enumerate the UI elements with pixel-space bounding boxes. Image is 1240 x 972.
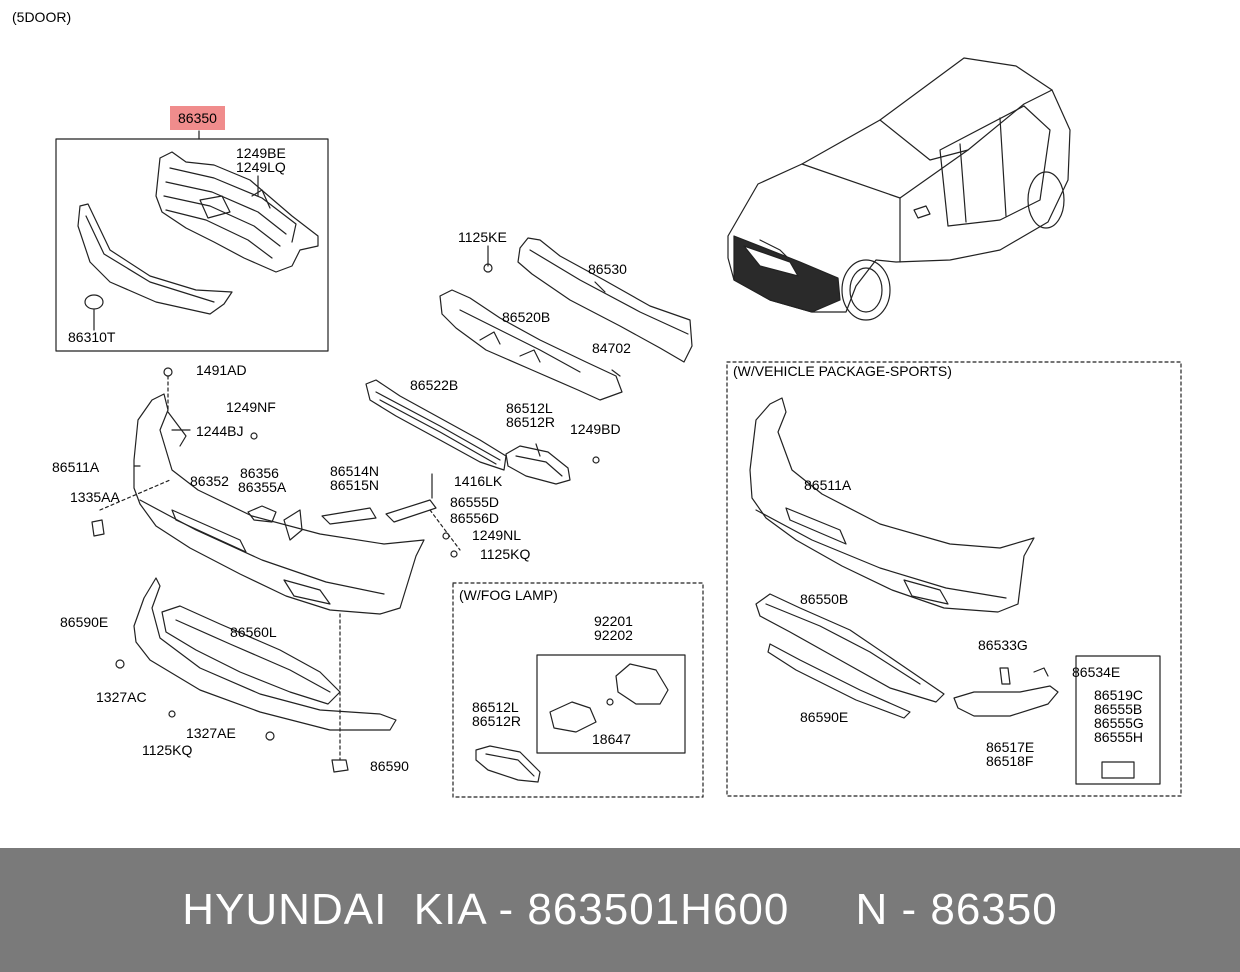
part-label[interactable]: 1249NF <box>226 399 276 415</box>
part-label[interactable]: 1125KQ <box>480 546 531 562</box>
part-label[interactable]: 86514N <box>330 463 380 479</box>
part-label[interactable]: 86519C <box>1094 687 1144 703</box>
sports-lower-grille-shape <box>755 593 945 703</box>
emblem-shape <box>84 294 104 310</box>
part-label[interactable]: 86512L <box>472 699 519 715</box>
fog-lamp-shape <box>549 663 669 733</box>
sports-lip-shape <box>767 643 911 719</box>
part-label[interactable]: 86555G <box>1094 715 1144 731</box>
screw-shape <box>250 432 258 440</box>
part-label[interactable]: 1249LQ <box>236 159 286 175</box>
nut-shape <box>265 731 275 741</box>
part-label[interactable]: 84702 <box>592 340 631 356</box>
part-label[interactable]: 1491AD <box>196 362 247 378</box>
part-label[interactable]: 86530 <box>588 261 627 277</box>
part-label[interactable]: 86310T <box>68 329 116 345</box>
bracket-shape <box>247 505 277 523</box>
radiator-grille-shape <box>155 151 319 273</box>
lower-grille-shape <box>365 379 507 471</box>
clip-shape <box>163 367 173 377</box>
part-label[interactable]: 86590E <box>800 709 849 725</box>
skid-plate-shape <box>161 605 341 705</box>
front-bumper-shape <box>133 393 425 615</box>
part-label[interactable]: 86520B <box>502 309 551 325</box>
part-label[interactable]: 86355A <box>238 479 287 495</box>
part-label[interactable]: 86534E <box>1072 664 1121 680</box>
part-label[interactable]: 86522B <box>410 377 459 393</box>
highlighted-part-number[interactable]: 86350 <box>170 106 225 130</box>
part-label[interactable]: 1125KQ <box>142 742 193 758</box>
part-label[interactable]: 1335AA <box>70 489 120 505</box>
leader <box>594 281 606 293</box>
car-sketch <box>727 57 1071 321</box>
part-label[interactable]: 1244BJ <box>196 423 244 439</box>
leader <box>535 443 541 457</box>
part-label[interactable]: 86560L <box>230 624 277 640</box>
nut-shape <box>115 659 125 669</box>
part-label[interactable]: 1249NL <box>472 527 522 543</box>
part-label[interactable]: 86590E <box>60 614 109 630</box>
energy-absorber-shape <box>439 289 623 401</box>
part-label[interactable]: 1416LK <box>454 473 503 489</box>
diagram-drawing <box>55 57 1182 798</box>
side-garnish-shape <box>953 685 1059 717</box>
part-label[interactable]: 86512R <box>506 414 556 430</box>
clip-shape <box>91 519 105 537</box>
clip-shape <box>999 667 1011 685</box>
part-label[interactable]: 86512R <box>472 713 522 729</box>
part-number-footer: HYUNDAI KIA - 863501H600 N - 86350 <box>0 848 1240 972</box>
part-label[interactable]: 1125KE <box>458 229 507 245</box>
parts-diagram: (5DOOR) 86350 1249BE 1249LQ 86310T 1125K… <box>12 9 1182 798</box>
screw-shape <box>450 550 458 558</box>
leader <box>99 479 171 511</box>
part-label[interactable]: 86517E <box>986 739 1035 755</box>
part-label[interactable]: 86511A <box>804 477 852 493</box>
bracket-shape <box>283 509 303 541</box>
screw-shape <box>592 456 600 464</box>
part-label[interactable]: 86590 <box>370 758 409 774</box>
part-label[interactable]: 86533G <box>978 637 1028 653</box>
part-label[interactable]: 86356 <box>240 465 279 481</box>
grille-molding-shape <box>77 203 233 315</box>
clip-shape <box>611 369 621 377</box>
part-label[interactable]: 86515N <box>330 477 380 493</box>
bracket-shape <box>321 507 377 525</box>
bracket-shape <box>385 499 437 523</box>
part-label[interactable]: 86555H <box>1094 729 1144 745</box>
part-label[interactable]: 86511A <box>52 459 100 475</box>
section-label-fog-lamp: (W/FOG LAMP) <box>459 587 558 603</box>
part-label[interactable]: 18647 <box>592 731 631 747</box>
part-label[interactable]: 1327AE <box>186 725 236 741</box>
variant-label: (5DOOR) <box>12 9 72 25</box>
part-label[interactable]: 86550B <box>800 591 849 607</box>
fog-cover-shape <box>505 445 571 485</box>
grille-group-box <box>55 138 329 352</box>
part-label[interactable]: 1249BE <box>236 145 286 161</box>
fog-lamp-inner-box <box>536 654 686 754</box>
part-label[interactable]: 92202 <box>594 627 633 643</box>
sports-parts-swatch <box>1101 761 1135 779</box>
part-label[interactable]: 92201 <box>594 613 633 629</box>
part-label[interactable]: 86556D <box>450 510 500 526</box>
sports-bumper-shape <box>749 397 1035 613</box>
part-label[interactable]: 86555B <box>1094 701 1143 717</box>
section-label-sports: (W/VEHICLE PACKAGE-SPORTS) <box>733 363 952 379</box>
screw-shape <box>168 710 176 718</box>
part-label[interactable]: 86555D <box>450 494 500 510</box>
fog-cover-2-shape <box>475 745 541 783</box>
footer-text: HYUNDAI KIA - 863501H600 N - 86350 <box>182 885 1058 934</box>
sports-parts-box <box>1075 655 1161 785</box>
bolt-shape <box>483 263 493 273</box>
part-label[interactable]: 86352 <box>190 473 229 489</box>
leader <box>429 509 461 551</box>
front-lip-shape <box>133 577 397 731</box>
part-label[interactable]: 86512L <box>506 400 553 416</box>
fog-lamp-section-box <box>452 582 704 798</box>
back-beam-shape <box>517 237 693 363</box>
part-label[interactable]: 1327AC <box>96 689 147 705</box>
part-label[interactable]: 1249BD <box>570 421 621 437</box>
clip-shape <box>1033 667 1049 677</box>
part-label[interactable]: 86518F <box>986 753 1034 769</box>
clip-shape <box>331 759 349 773</box>
